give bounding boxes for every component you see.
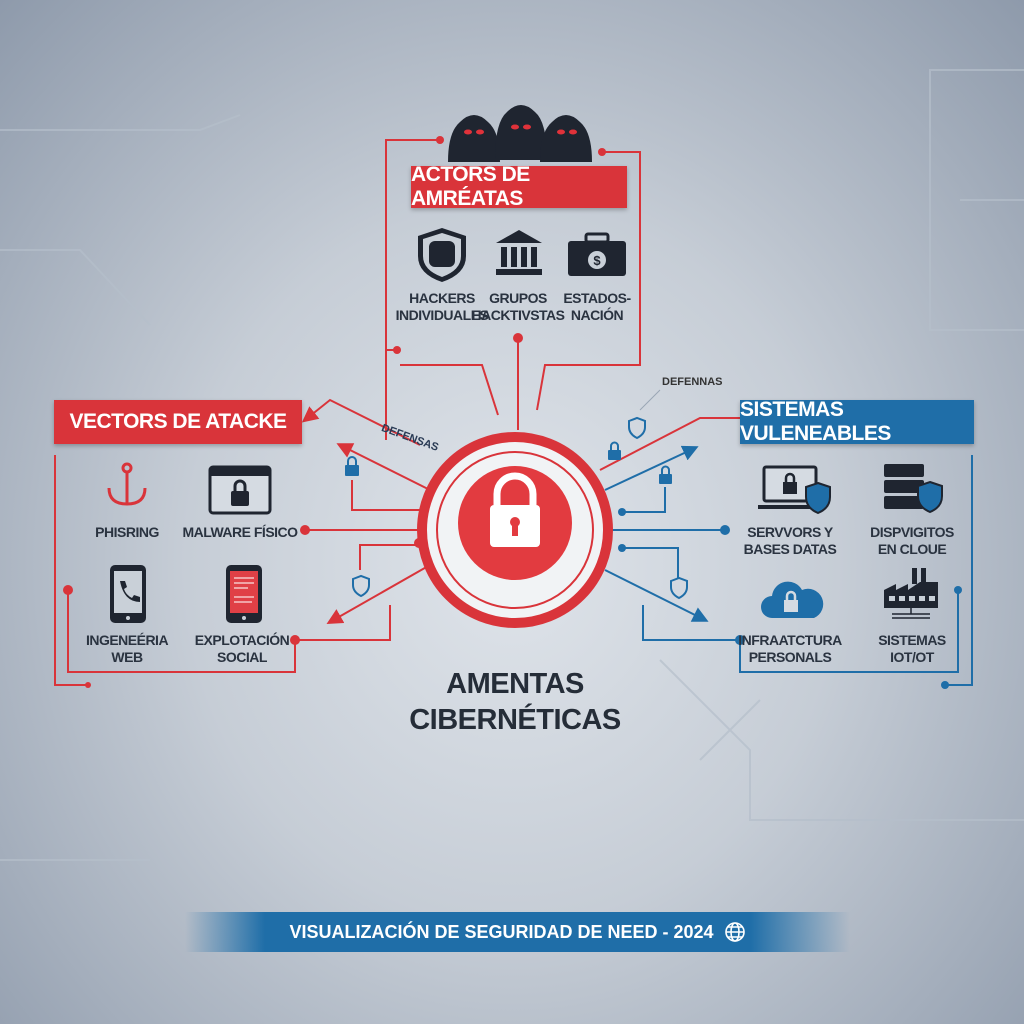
phone-call-icon	[110, 565, 146, 623]
vector-label: MALWARE FÍSICO	[182, 524, 298, 540]
vectors-header: VECTORS DE ATACKE	[54, 400, 302, 444]
footer-text: VISUALIZACIÓN DE SEGURIDAD DE NEED - 202…	[289, 921, 714, 942]
cloud-lock-icon	[761, 581, 824, 618]
server-shield-icon	[884, 464, 943, 514]
laptop-shield-icon	[758, 465, 831, 515]
systems-header: SISTEMAS VULENEABLES	[740, 398, 974, 445]
briefcase-dollar-icon: $	[568, 232, 626, 276]
small-lock-icon	[608, 441, 621, 460]
phone-document-icon	[226, 565, 262, 623]
small-shield-icon	[670, 576, 688, 600]
hooded-hackers-icon	[448, 105, 592, 162]
fishhook-icon	[107, 462, 147, 506]
small-shield-icon	[628, 416, 646, 440]
actors-header: ACTORS DE AMRÉATAS	[411, 163, 627, 210]
globe-icon	[724, 922, 745, 942]
circuit-background	[0, 69, 1024, 861]
actor-label: ESTADOS-NACIÓN	[563, 290, 631, 323]
svg-text:$: $	[593, 253, 601, 268]
fist-shield-icon	[418, 228, 466, 282]
institution-icon	[496, 230, 542, 275]
vector-label: PHISRING	[95, 524, 159, 540]
small-lock-icon	[345, 456, 359, 476]
footer-banner: VISUALIZACIÓN DE SEGURIDAD DE NEED - 202…	[185, 912, 850, 952]
small-shield-icon	[352, 574, 370, 598]
center-padlock-emblem	[417, 432, 613, 628]
browser-lock-icon	[208, 465, 272, 515]
factory-icon	[884, 568, 938, 619]
small-lock-icon	[659, 465, 672, 484]
defenses-label-right: DEFENNAS	[662, 376, 723, 388]
